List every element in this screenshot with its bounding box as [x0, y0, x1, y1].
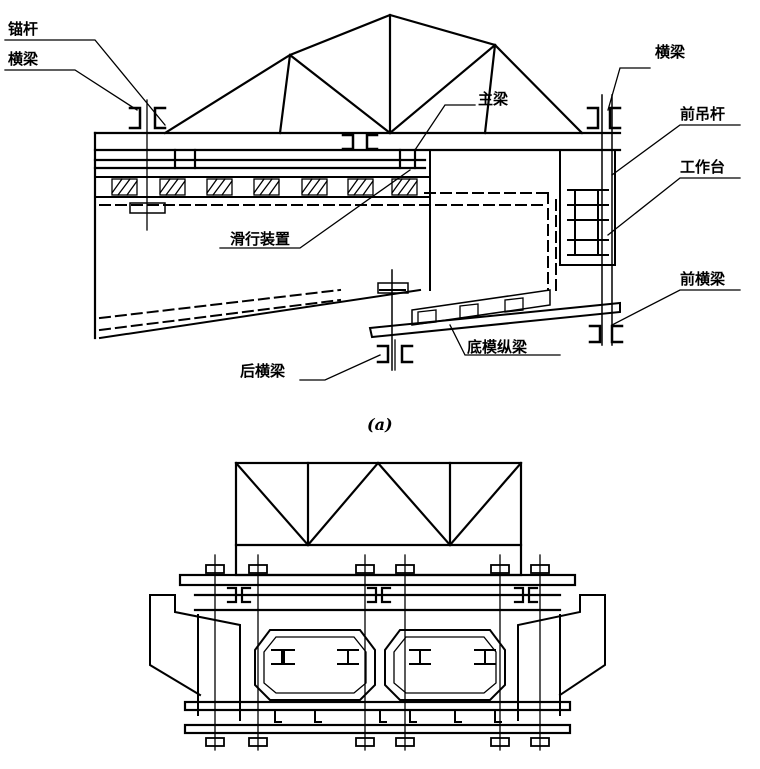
box-cells: [254, 629, 506, 701]
side-elevation: [4, 13, 741, 381]
label-rear-cross-beam: 后横梁: [240, 362, 286, 380]
label-cross-beam-right: 横梁: [655, 43, 686, 61]
section-hanger-rods: [205, 554, 550, 751]
leader-lines: [4, 39, 741, 381]
sliding-rail: [94, 176, 431, 198]
label-anchor-rod: 锚杆: [8, 20, 39, 38]
label-work-platform: 工作台: [680, 158, 726, 176]
caption-a: (a): [367, 415, 393, 434]
section-side-wings: [149, 594, 606, 721]
label-bottom-form-girder: 底模纵梁: [467, 338, 528, 356]
label-cross-beam-left: 横梁: [8, 50, 39, 68]
formwork-outline: [98, 192, 557, 332]
label-front-cross-beam: 前横梁: [680, 270, 726, 288]
top-truss: [163, 13, 584, 135]
bottom-chord: [98, 288, 422, 340]
main-beam: [93, 131, 622, 340]
cross-section: [149, 461, 606, 751]
label-main-beam: 主梁: [478, 90, 509, 108]
label-sliding-device: 滑行装置: [230, 230, 291, 248]
section-truss: [234, 461, 523, 577]
front-hanger: [559, 94, 616, 346]
section-bottom-beam: [183, 700, 572, 735]
label-front-hanger: 前吊杆: [680, 105, 726, 123]
section-top-beam: [178, 573, 577, 612]
bottom-form-girder: [368, 269, 621, 371]
